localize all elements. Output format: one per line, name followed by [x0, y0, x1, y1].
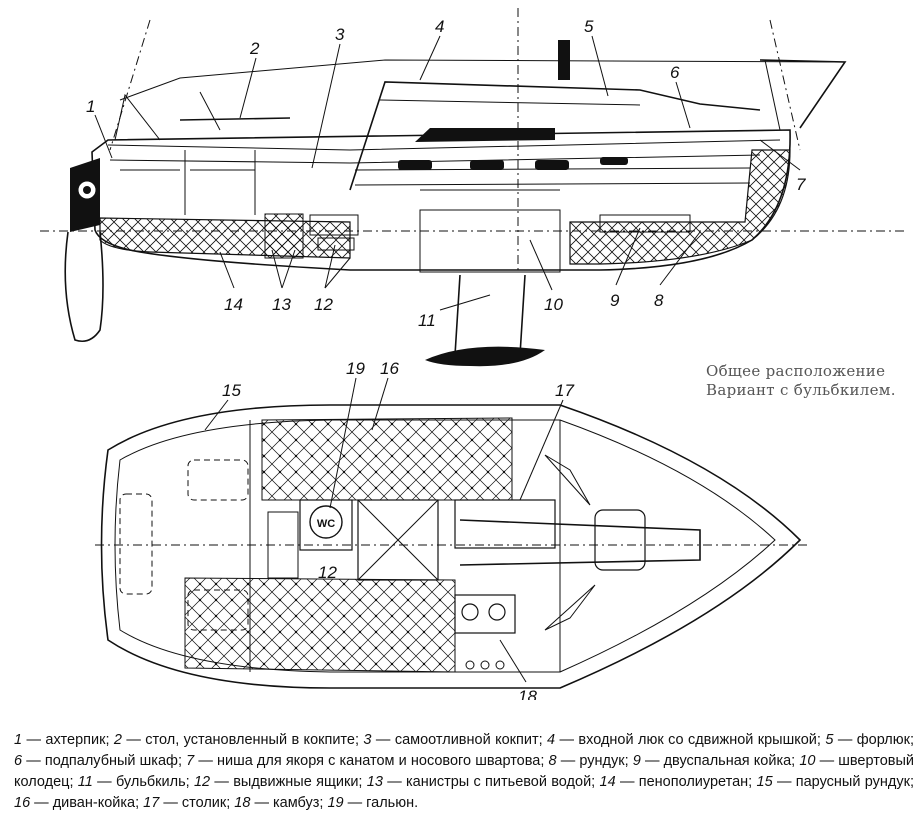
callout-6: 6 [670, 63, 680, 82]
legend-number: 14 [599, 774, 616, 790]
galley [454, 594, 516, 634]
legend: 1 — ахтерпик; 2 — стол, установленный в … [14, 730, 914, 814]
callout-5: 5 [584, 17, 594, 36]
legend-text: — самоотливной кокпит; [371, 732, 548, 748]
callout-18: 18 [518, 687, 537, 700]
legend-number: 2 [113, 732, 122, 748]
side-profile [40, 8, 905, 367]
legend-text: — парусный рундук; [772, 774, 914, 790]
mast-step [558, 40, 570, 80]
settee-berth-port [261, 417, 513, 501]
legend-number: 16 [14, 795, 31, 811]
legend-number: 17 [143, 795, 160, 811]
callout-19: 19 [346, 359, 365, 378]
drawers [309, 214, 359, 236]
plan-view: WC [95, 404, 810, 689]
caption-line-2: Вариант с бульбкилем. [706, 381, 896, 399]
legend-number: 1 [14, 732, 23, 748]
callout-9: 9 [610, 291, 620, 310]
callout-4: 4 [435, 17, 444, 36]
wc-label: WC [317, 518, 335, 530]
legend-text: — рундук; [556, 753, 633, 769]
legend-text: — подпалубный шкаф; [22, 753, 187, 769]
callout-11: 11 [418, 311, 436, 330]
legend-text: — ахтерпик; [22, 732, 114, 748]
figure-caption: Общее расположение Вариант с бульбкилем. [706, 362, 916, 400]
callouts: 1 2 3 4 5 6 7 8 9 10 11 12 13 14 15 16 1… [86, 17, 806, 700]
settee-berth-starboard [184, 577, 456, 673]
legend-text: — диван-койка; [30, 795, 144, 811]
double-berth [599, 214, 691, 233]
bulb-keel [425, 346, 545, 367]
legend-text: — двуспальная койка; [640, 753, 800, 769]
legend-text: — ниша для якоря с канатом и носового шв… [194, 753, 549, 769]
centerboard-trunk [419, 209, 561, 273]
legend-number: 5 [825, 732, 834, 748]
foam-bow [569, 149, 791, 265]
caption-line-1: Общее расположение [706, 362, 886, 380]
callout-12-plan: 12 [318, 563, 337, 582]
callout-14: 14 [224, 295, 243, 314]
callout-15: 15 [222, 381, 241, 400]
legend-text: — камбуз; [250, 795, 328, 811]
callout-8: 8 [654, 291, 664, 310]
callout-3: 3 [335, 25, 345, 44]
callout-17: 17 [555, 381, 574, 400]
bulb-keel-strut [454, 274, 526, 356]
bow-pulpit [759, 59, 847, 129]
cabin-top [349, 81, 761, 191]
legend-text: — столик; [159, 795, 235, 811]
callout-7: 7 [796, 175, 806, 194]
legend-number: 4 [547, 732, 556, 748]
wc-icon [309, 505, 343, 539]
callout-2: 2 [249, 39, 260, 58]
legend-number: 3 [363, 732, 372, 748]
legend-text: — канистры с питьевой водой; [382, 774, 600, 790]
legend-text: — пенополиуретан; [615, 774, 757, 790]
callout-1: 1 [86, 97, 95, 116]
drawers-plan [267, 511, 299, 579]
legend-number: 10 [799, 753, 816, 769]
legend-text: — швертовый колодец; [14, 753, 915, 790]
callout-12: 12 [314, 295, 333, 314]
rudder-blade [64, 231, 104, 343]
legend-number: 18 [234, 795, 251, 811]
callout-16: 16 [380, 359, 399, 378]
deck-outline [100, 404, 802, 689]
callout-13: 13 [272, 295, 291, 314]
cockpit-table [179, 117, 291, 121]
legend-number: 12 [193, 774, 211, 790]
legend-number: 8 [548, 753, 557, 769]
legend-text: — стол, установленный в кокпите; [121, 732, 364, 748]
legend-text: — форлюк; [833, 732, 915, 748]
legend-number: 6 [14, 753, 23, 769]
legend-text: — гальюн. [343, 795, 419, 811]
legend-number: 15 [756, 774, 773, 790]
legend-number: 13 [366, 774, 383, 790]
companionway [357, 499, 439, 581]
legend-text: — бульбкиль; [92, 774, 194, 790]
legend-text: — выдвижные ящики; [210, 774, 367, 790]
portholes [398, 128, 628, 170]
hull-outline [91, 129, 791, 271]
callout-10: 10 [544, 295, 563, 314]
boat-drawing: WC 1 2 3 4 5 6 7 [40, 8, 905, 700]
legend-number: 19 [327, 795, 344, 811]
legend-text: — входной люк со сдвижной крышкой; [555, 732, 826, 748]
legend-number: 7 [186, 753, 195, 769]
legend-number: 11 [77, 774, 93, 790]
water-canisters [264, 213, 304, 259]
legend-number: 9 [632, 753, 641, 769]
